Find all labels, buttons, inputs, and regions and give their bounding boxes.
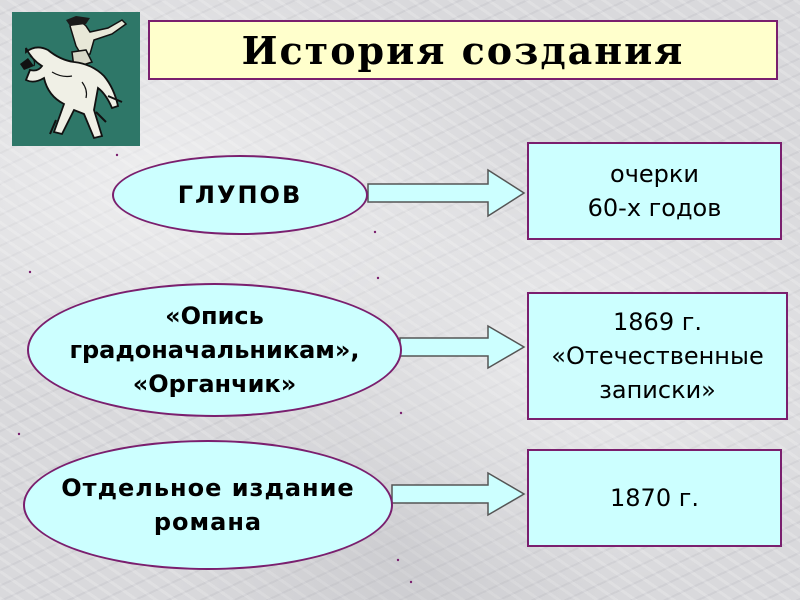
target-box-1869: 1869 г. «Отечественные записки»: [527, 292, 788, 420]
source-oval-edition: Отдельное издание романа: [23, 440, 393, 570]
target-line: 1869 г.: [613, 308, 702, 336]
arrow-2: [399, 324, 526, 370]
target-line: 60-х годов: [587, 194, 722, 222]
title-banner: История создания: [148, 20, 778, 80]
source-line: «Органчик»: [132, 370, 297, 398]
source-line: ГЛУПОВ: [177, 181, 303, 209]
horseman-illustration: [12, 12, 140, 146]
source-line: градоначальникам»,: [69, 336, 360, 364]
arrow-1: [367, 168, 526, 218]
source-line: Отдельное издание: [61, 474, 355, 502]
source-oval-opis: «Опись градоначальникам», «Органчик»: [27, 283, 402, 417]
source-line: романа: [153, 508, 263, 536]
target-line: записки»: [599, 376, 716, 404]
target-box-1870: 1870 г.: [527, 449, 782, 547]
target-box-essays: очерки 60-х годов: [527, 142, 782, 240]
page-title: История создания: [241, 27, 685, 73]
target-line: «Отечественные: [551, 342, 764, 370]
source-oval-glupov: ГЛУПОВ: [112, 155, 368, 235]
source-line: «Опись: [165, 302, 264, 330]
arrow-3: [391, 471, 526, 517]
horse-rider-icon: [12, 12, 140, 146]
target-line: 1870 г.: [610, 484, 699, 512]
target-line: очерки: [610, 160, 699, 188]
decor-dots: [17, 153, 413, 584]
